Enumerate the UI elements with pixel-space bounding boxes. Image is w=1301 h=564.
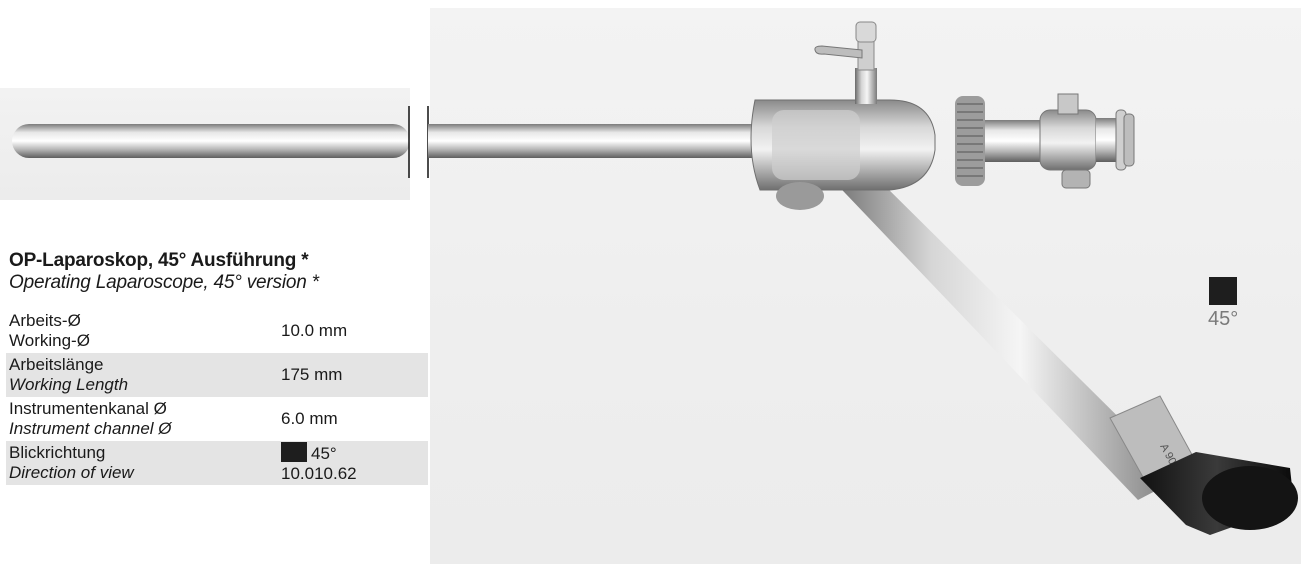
specifications-table: Arbeits-Ø Working-Ø 10.0 mm Arbeitslänge… [6,309,428,485]
spec-value: 6.0 mm [281,409,338,428]
spec-row-working-diameter: Arbeits-Ø Working-Ø 10.0 mm [6,309,428,353]
tube-shaft-left [12,124,410,158]
spec-row-working-length: Arbeitslänge Working Length 175 mm [6,353,428,397]
spec-label-de: Blickrichtung [9,443,106,462]
eyepiece-cup [1140,452,1298,535]
light-connector [985,93,1135,189]
view-angle-swatch-icon [1209,277,1238,305]
spec-label: Blickrichtung Direction of view [6,441,278,485]
spec-label-en: Direction of view [9,463,134,482]
spec-value: 45° 10.010.62 [278,441,428,485]
product-title-english: Operating Laparoscope, 45° version * [9,272,319,293]
direction-value: 45° [311,444,337,463]
spec-label: Arbeitslänge Working Length [6,353,278,397]
angled-shaft: A 90 [825,172,1197,500]
product-title-german: OP-Laparoskop, 45° Ausführung * [9,250,309,271]
knurled-ring [955,96,985,186]
article-number: 10.010.62 [281,464,357,483]
product-title-block: OP-Laparoskop, 45° Ausführung * Operatin… [9,250,319,294]
spec-row-direction-of-view: Blickrichtung Direction of view 45° 10.0… [6,441,428,485]
spec-label: Instrumentenkanal Ø Instrument channel Ø [6,397,278,441]
spec-label-de: Arbeitslänge [9,355,104,374]
valve-stem [814,21,877,104]
spec-row-instrument-channel: Instrumentenkanal Ø Instrument channel Ø… [6,397,428,441]
spec-value: 175 mm [278,353,428,397]
spec-label-en: Instrument channel Ø [9,419,172,438]
view-angle-label: 45° [1208,308,1239,330]
spec-label-de: Instrumentenkanal Ø [9,399,167,418]
tube-shaft-right [428,124,768,158]
spec-label: Arbeits-Ø Working-Ø [6,309,278,353]
spec-label-de: Arbeits-Ø [9,311,81,330]
view-angle-indicator: 45° [1208,277,1238,331]
direction-swatch-icon [281,442,307,462]
instrument-body [750,99,936,210]
spec-label-en: Working Length [9,375,129,394]
spec-value: 10.0 mm [281,321,348,340]
spec-label-en: Working-Ø [9,331,90,350]
